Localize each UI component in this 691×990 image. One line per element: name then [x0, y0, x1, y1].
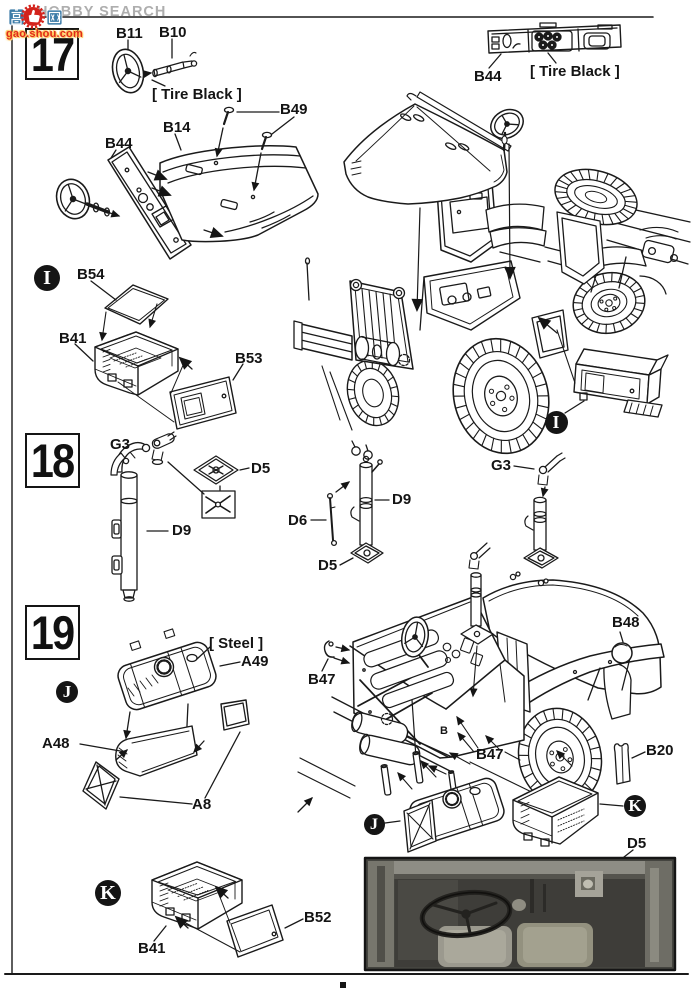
- part-callout-g3-right: G3: [491, 457, 512, 474]
- part-callout-a49: A49: [241, 653, 269, 670]
- gaoshou-domain-watermark: gao.shou.com: [6, 28, 83, 40]
- step19-box-under-truck: [512, 776, 599, 847]
- step18-drawings: [110, 431, 566, 602]
- part-callout-b48: B48: [612, 614, 640, 631]
- part-callout-d5-left: D5: [251, 460, 271, 477]
- part-callout-d9-left: D9: [172, 522, 192, 539]
- step-number: 19: [31, 606, 75, 659]
- step19-truck: [297, 542, 665, 883]
- step17-truck: [293, 91, 691, 460]
- photo-inset: [363, 856, 677, 972]
- step-number-box-18: 18: [25, 433, 80, 488]
- part-callout-b52: B52: [304, 909, 332, 926]
- assembly-marker-i-truck: I: [544, 410, 568, 434]
- step17-cowl-assembly: [55, 106, 319, 260]
- part-callout-b11: B11: [116, 25, 143, 42]
- part-callout-steel: [ Steel ]: [209, 635, 264, 652]
- part-callout-d9-mid: D9: [392, 491, 412, 508]
- step17-wheel-column: [111, 38, 198, 94]
- logo-thumb-icon: [20, 4, 46, 29]
- part-callout-tire-black-1: [ Tire Black ]: [152, 86, 242, 103]
- part-callout-a48: A48: [42, 735, 70, 752]
- part-callout-b47-left: B47: [308, 671, 336, 688]
- step-number: 17: [30, 27, 75, 81]
- page-frame: [4, 16, 689, 988]
- assembly-marker-j-exploded: J: [56, 681, 78, 703]
- part-callout-b14: B14: [163, 119, 191, 136]
- part-callout-b41-i: B41: [59, 330, 87, 347]
- part-callout-b41-k: B41: [138, 940, 166, 957]
- logo-char-left-box: [8, 8, 25, 26]
- part-callout-b-small: B: [440, 725, 448, 737]
- step19-tank-under-truck: [403, 777, 505, 853]
- part-callout-a8: A8: [192, 796, 212, 813]
- part-callout-b20: B20: [646, 742, 674, 759]
- gaoshou-logo: [8, 4, 63, 29]
- step-number-box-19: 19: [25, 605, 80, 660]
- assembly-marker-j-truck: J: [363, 813, 385, 835]
- part-callout-d5-photo: D5: [627, 835, 647, 852]
- part-callout-b49: B49: [280, 101, 308, 118]
- assembly-marker-k-exploded: K: [95, 880, 121, 906]
- step-number-box-17: 17: [25, 28, 79, 80]
- step-number: 18: [31, 434, 75, 487]
- assembly-i-drawing: [74, 280, 244, 430]
- part-callout-b44-panel: B44: [105, 135, 133, 152]
- part-callout-d6: D6: [288, 512, 308, 529]
- part-callout-b54: B54: [77, 266, 105, 283]
- part-callout-tire-black-2: [ Tire Black ]: [530, 63, 620, 80]
- assembly-marker-k-truck: K: [624, 795, 646, 817]
- step19-tank-assembly: [79, 628, 250, 810]
- logo-char-right-box: [46, 9, 63, 26]
- part-callout-g3-left: G3: [110, 436, 131, 453]
- part-callout-b10: B10: [159, 24, 187, 41]
- part-callout-b47-mid: B47: [476, 746, 504, 763]
- assembly-k-drawing: [151, 861, 304, 958]
- part-callout-d5-mid: D5: [318, 557, 338, 574]
- step17-dash-part: [487, 22, 622, 69]
- part-callout-b44-dash: B44: [474, 68, 502, 85]
- part-callout-b53: B53: [235, 350, 263, 367]
- assembly-marker-i-exploded: I: [34, 265, 60, 291]
